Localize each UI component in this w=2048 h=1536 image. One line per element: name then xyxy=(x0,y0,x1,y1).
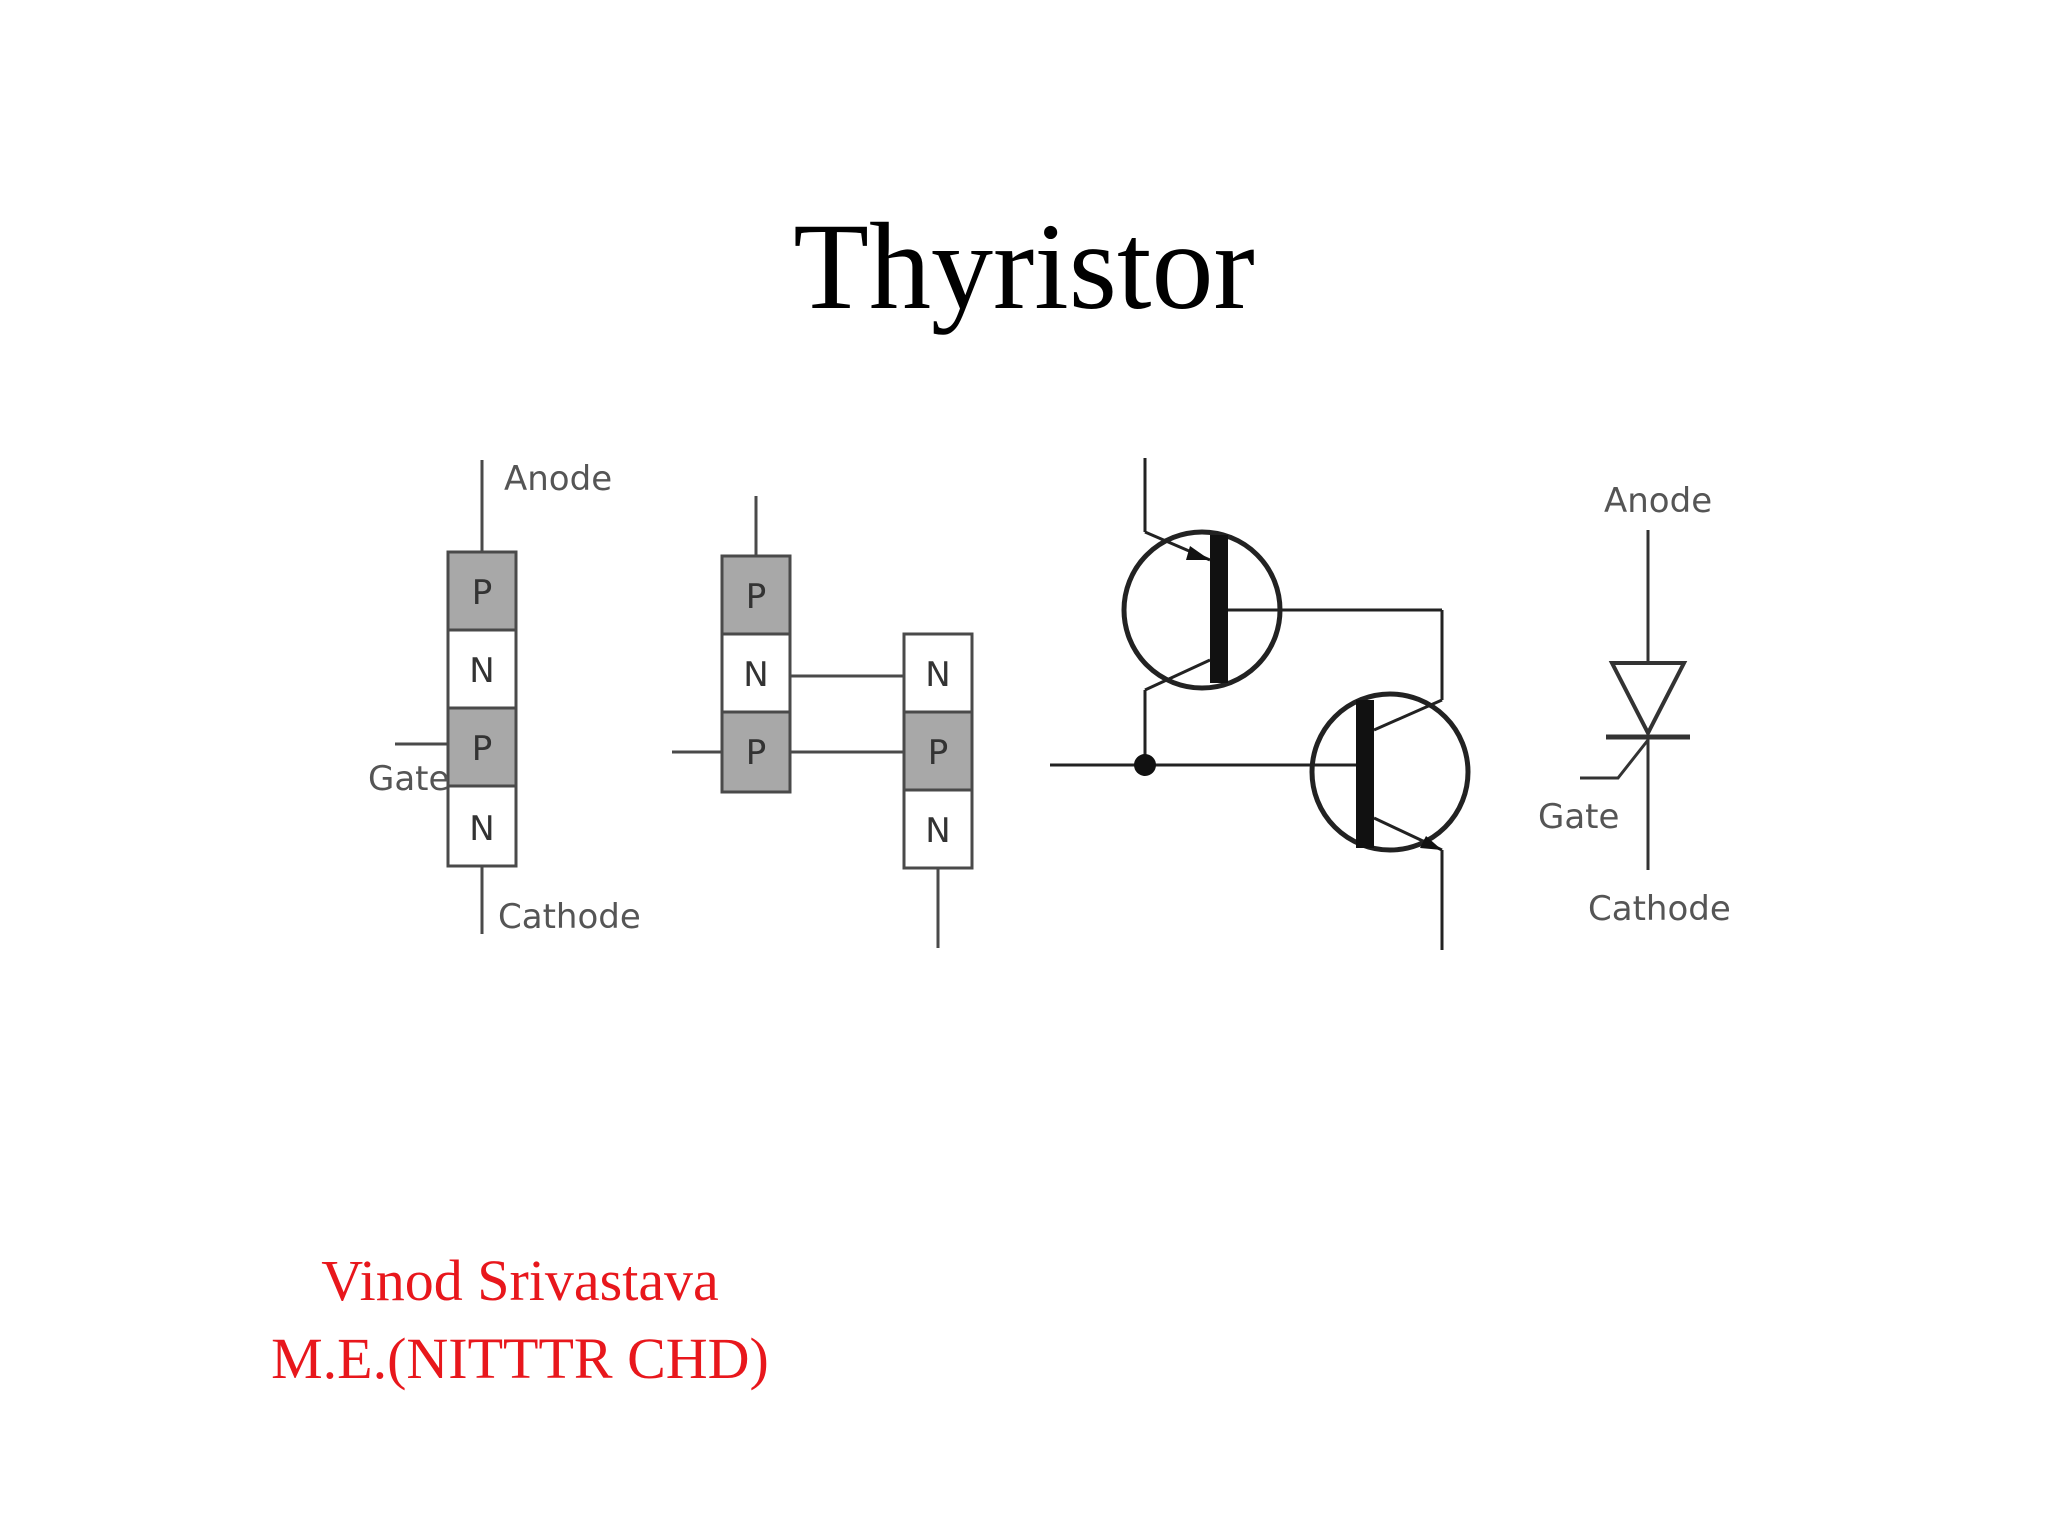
layer-n2 xyxy=(446,784,518,868)
author-credentials: M.E.(NITTTR CHD) xyxy=(271,1326,769,1391)
thyristor-symbol: Anode Gate Cathode xyxy=(1538,481,1731,929)
layer-n2-label: N xyxy=(469,809,494,849)
layer-p1-label: P xyxy=(472,573,493,613)
symbol-anode-label: Anode xyxy=(1604,481,1712,521)
split-right-label-2: N xyxy=(925,811,950,851)
npn-collector xyxy=(1373,698,1443,732)
npn-transistor-icon xyxy=(1309,691,1471,853)
author-name: Vinod Srivastava xyxy=(321,1248,719,1313)
pnp-collector xyxy=(1144,658,1211,692)
split-left-label-0: P xyxy=(746,577,767,617)
split-left-p1 xyxy=(720,554,792,636)
anode-label: Anode xyxy=(504,459,612,499)
split-right-label-1: P xyxy=(928,733,949,773)
npn-emitter-arrow xyxy=(1420,836,1442,850)
symbol-gate-label: Gate xyxy=(1538,797,1619,837)
slide-title: Thyristor xyxy=(793,198,1255,335)
split-left-label-1: N xyxy=(743,655,768,695)
pnp-base-bar xyxy=(1210,535,1228,683)
split-right-n2 xyxy=(902,788,974,870)
gate-label: Gate xyxy=(368,759,449,799)
split-left-label-2: P xyxy=(746,733,767,773)
layer-p2-label: P xyxy=(472,729,493,769)
split-right-label-0: N xyxy=(925,655,950,695)
npn-base-bar xyxy=(1356,700,1374,848)
cathode-label: Cathode xyxy=(498,897,641,937)
pnp-emitter-arrow xyxy=(1186,546,1210,560)
layer-n1-label: N xyxy=(469,651,494,691)
layer-structure: P N P N Anode Gate Cathode xyxy=(368,459,641,937)
transistor-model xyxy=(1050,458,1471,950)
diode-triangle-icon xyxy=(1608,661,1688,738)
split-left-n xyxy=(720,632,792,714)
layer-p2 xyxy=(446,706,518,788)
symbol-gate-lead xyxy=(1580,739,1650,780)
gate-junction-dot xyxy=(1134,754,1156,776)
symbol-cathode-label: Cathode xyxy=(1588,889,1731,929)
split-left-p2 xyxy=(720,710,792,794)
split-structure: P N P N P N xyxy=(672,496,974,948)
layer-n1 xyxy=(446,628,518,710)
